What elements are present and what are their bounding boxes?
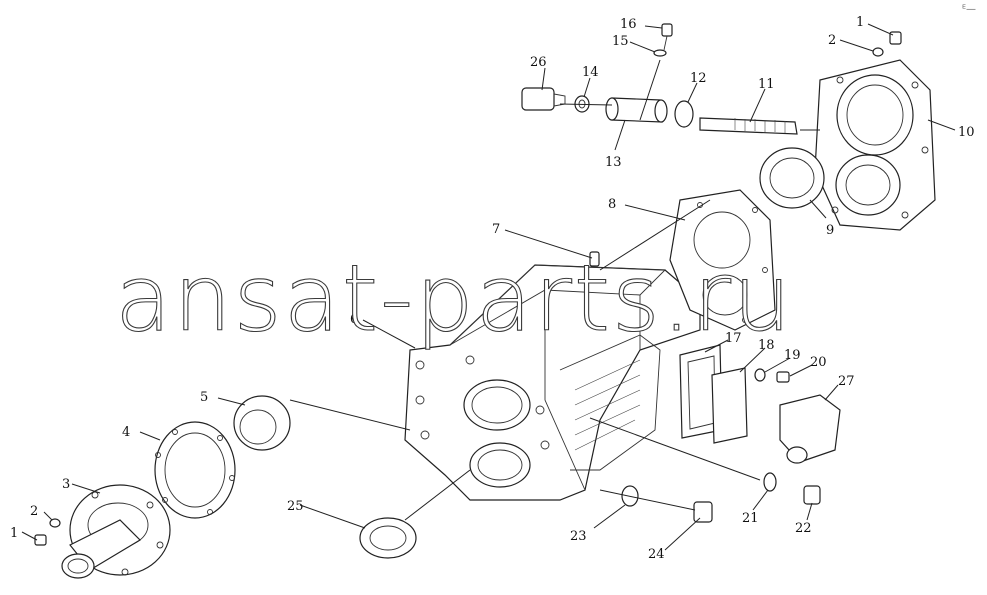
callout-24: 24 [648, 547, 665, 562]
bolt-1-bottom [34, 534, 47, 546]
front-flange [61, 484, 171, 579]
callout-1-top: 1 [856, 15, 864, 30]
callout-11: 11 [758, 77, 775, 92]
bolt-7 [589, 251, 600, 267]
callout-27: 27 [838, 374, 855, 389]
speedometer-shaft [699, 117, 798, 135]
switch-27 [779, 394, 841, 464]
callout-3: 3 [62, 477, 70, 492]
plug-22 [803, 485, 821, 505]
sensor-26 [521, 87, 566, 111]
washer-2-bottom [49, 518, 61, 528]
gearbox-housing [404, 264, 701, 501]
washer-19 [754, 368, 766, 382]
callout-18: 18 [758, 338, 775, 353]
callout-22: 22 [795, 521, 812, 536]
callout-9: 9 [826, 223, 834, 238]
callout-1-bottom: 1 [10, 526, 18, 541]
leader-lines [21, 23, 956, 551]
callout-21: 21 [742, 511, 759, 526]
assembly-lines [289, 59, 820, 521]
washer-15 [653, 49, 667, 57]
callout-7: 7 [492, 222, 500, 237]
plug-24 [693, 501, 713, 523]
front-gasket [154, 421, 236, 519]
washer-2-top [872, 47, 884, 57]
oil-seal-5 [233, 395, 291, 451]
watermark: ansat-parts.ru [115, 245, 793, 352]
callout-6: 6 [350, 312, 358, 327]
callout-16: 16 [620, 17, 637, 32]
callout-20: 20 [810, 355, 827, 370]
rear-gasket [669, 189, 776, 331]
callout-8: 8 [608, 197, 616, 212]
bolt-20 [776, 371, 790, 383]
bolt-16 [661, 23, 673, 51]
cover-18 [711, 367, 748, 444]
callout-4: 4 [122, 425, 130, 440]
callout-19: 19 [784, 348, 801, 363]
callout-10: 10 [958, 125, 975, 140]
bolt-1-top [889, 31, 902, 45]
callout-17: 17 [725, 331, 742, 346]
corner-mark: ᴱ— [962, 4, 976, 15]
callout-23: 23 [570, 529, 587, 544]
rear-cover [814, 59, 936, 231]
callout-5: 5 [200, 390, 208, 405]
callout-12: 12 [690, 71, 707, 86]
callout-25: 25 [287, 499, 304, 514]
seal-ring-9 [759, 147, 825, 209]
callout-2-bottom: 2 [30, 504, 38, 519]
callout-14: 14 [582, 65, 599, 80]
callout-13: 13 [605, 155, 622, 170]
seal-25 [359, 517, 417, 559]
callout-2-top: 2 [828, 33, 836, 48]
callout-15: 15 [612, 34, 629, 49]
o-ring-12 [674, 100, 694, 128]
drive-sleeve-13 [605, 97, 668, 123]
callout-26: 26 [530, 55, 547, 70]
callout-labels: 1 2 3 4 5 6 7 8 9 10 11 12 13 14 15 16 1… [10, 15, 975, 562]
washer-21 [763, 472, 777, 492]
